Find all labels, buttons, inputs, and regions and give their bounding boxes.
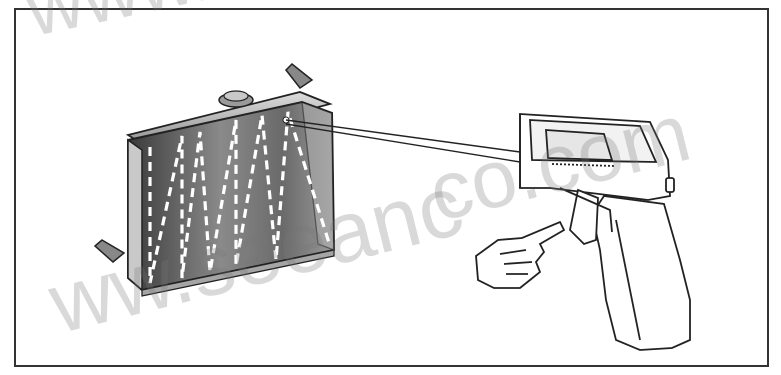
pointing-hand-icon: [476, 222, 564, 288]
radiator-icon: [95, 64, 334, 296]
